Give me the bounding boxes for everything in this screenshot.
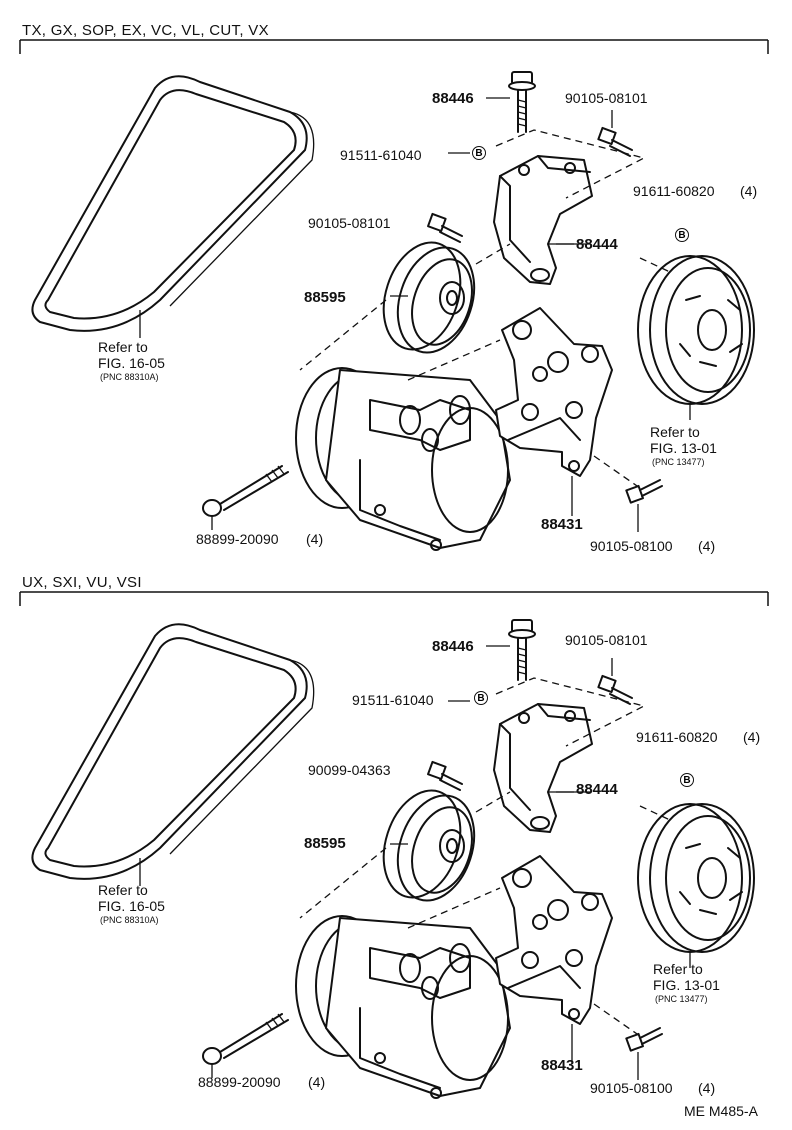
label-88899-qty: (4) (306, 531, 324, 547)
b-mark-circle: B (474, 691, 488, 705)
label-88595: 88595 (304, 289, 346, 306)
b-mark-circle: B (675, 228, 689, 242)
label-side-bolt: 90099-04363 (308, 762, 391, 778)
label-88446: 88446 (432, 90, 474, 107)
b-mark-circle: B (680, 773, 694, 787)
section-2-frame (19, 591, 769, 606)
label-88431: 88431 (541, 1057, 583, 1074)
figure-code: ME M485-A (684, 1103, 758, 1119)
crank-ref-line1: Refer to (653, 961, 703, 977)
label-91611-60820: 91611-60820 (633, 183, 715, 199)
crank-ref-line3: (PNC 13477) (652, 457, 705, 467)
label-88444: 88444 (576, 236, 618, 253)
belt-ref-line2: FIG. 16-05 (98, 355, 165, 371)
belt-ref-line1: Refer to (98, 882, 148, 898)
label-88431: 88431 (541, 516, 583, 533)
label-side-bolt: 90105-08101 (308, 215, 391, 231)
label-88899-qty: (4) (308, 1074, 326, 1090)
label-88446: 88446 (432, 638, 474, 655)
label-88899-20090: 88899-20090 (196, 531, 279, 547)
label-90105-08101-top: 90105-08101 (565, 632, 648, 648)
label-91511-61040: 91511-61040 (352, 692, 434, 708)
belt-ref-line1: Refer to (98, 339, 148, 355)
section-1-frame (19, 39, 769, 54)
belt-ref-line3: (PNC 88310A) (100, 915, 159, 925)
label-91611-qty: (4) (740, 183, 758, 199)
label-90105-08100-qty: (4) (698, 538, 716, 554)
crank-ref-line1: Refer to (650, 424, 700, 440)
crank-ref-line2: FIG. 13-01 (650, 440, 717, 456)
label-91611-qty: (4) (743, 729, 761, 745)
crank-ref-line3: (PNC 13477) (655, 994, 708, 1004)
b-mark-circle: B (472, 146, 486, 160)
label-88595: 88595 (304, 835, 346, 852)
section-1-header: TX, GX, SOP, EX, VC, VL, CUT, VX (22, 22, 269, 39)
label-90105-08101-top: 90105-08101 (565, 90, 648, 106)
belt-ref-line2: FIG. 16-05 (98, 898, 165, 914)
label-90105-08100: 90105-08100 (590, 538, 673, 554)
section-2-header: UX, SXI, VU, VSI (22, 574, 142, 591)
belt-ref-line3: (PNC 88310A) (100, 372, 159, 382)
crank-ref-line2: FIG. 13-01 (653, 977, 720, 993)
label-88444: 88444 (576, 781, 618, 798)
label-90105-08100: 90105-08100 (590, 1080, 673, 1096)
label-91611-60820: 91611-60820 (636, 729, 718, 745)
label-91511-61040: 91511-61040 (340, 147, 422, 163)
label-90105-08100-qty: (4) (698, 1080, 716, 1096)
label-88899-20090: 88899-20090 (198, 1074, 281, 1090)
